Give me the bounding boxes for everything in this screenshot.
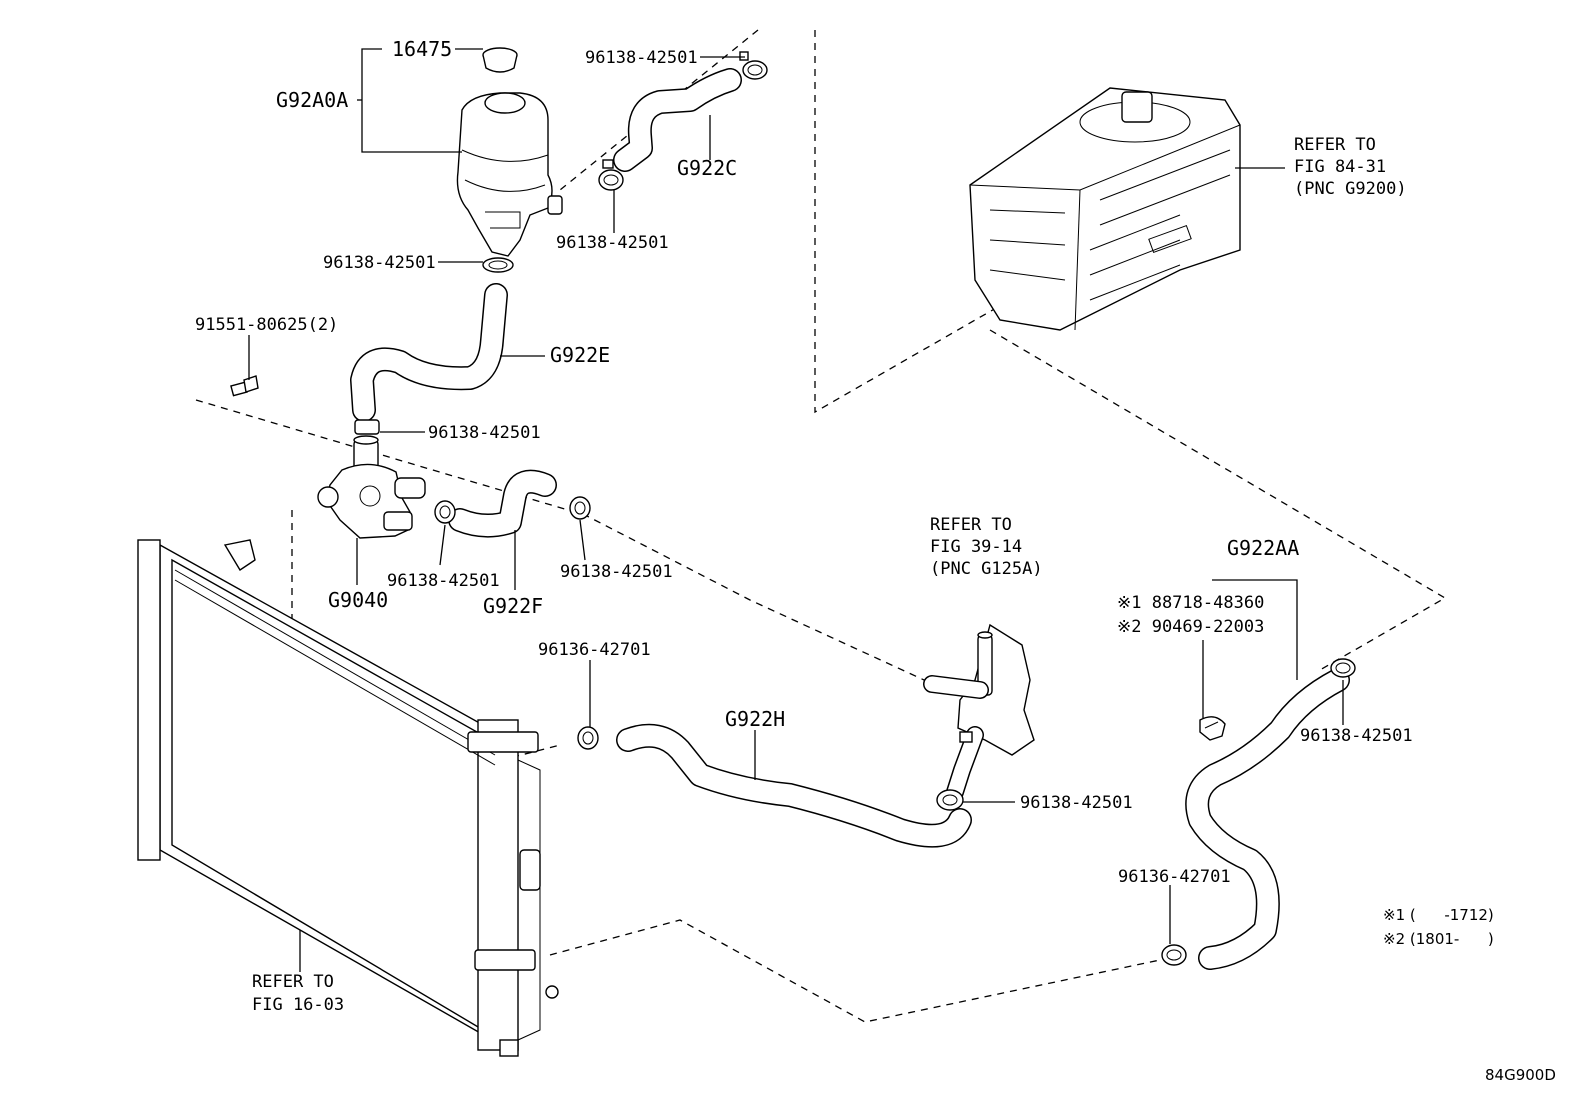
radiator[interactable] [137,539,559,1057]
clamp-reservoir-bottom[interactable] [482,257,514,273]
clamp-pump-side[interactable] [434,500,456,524]
figure-id: 84G900D [1485,1066,1556,1084]
ref-cooler-line3[interactable]: (PNC G125A) [930,559,1043,579]
ref-radiator-line2[interactable]: FIG 16-03 [252,995,344,1015]
clamp-reservoir-top[interactable] [739,51,768,80]
label-bolt[interactable]: 91551-80625(2) [195,315,338,335]
clamps [354,51,1356,966]
clamp-pump-top[interactable] [354,419,380,435]
hose-g922aa[interactable] [1185,668,1350,970]
label-clamp-big-1[interactable]: 96136-42701 [538,640,651,660]
label-hose-h[interactable]: G922H [725,707,785,731]
label-clamp-a[interactable]: 96138-42501 [585,48,698,68]
ref-inverter-line3[interactable]: (PNC G9200) [1294,179,1407,199]
hose-clip[interactable] [1199,716,1226,741]
bolt[interactable] [230,375,259,397]
heat-exchanger[interactable] [923,623,1035,801]
clamp-big-aa[interactable] [1161,944,1187,966]
leader-lines [248,48,1344,972]
label-clamp-e[interactable]: 96138-42501 [387,571,500,591]
clamp-hose-f[interactable] [569,496,591,520]
ref-inverter-line1[interactable]: REFER TO [1294,135,1376,155]
label-hose-f[interactable]: G922F [483,594,543,618]
label-clamp-b[interactable]: 96138-42501 [556,233,669,253]
label-clamp-h[interactable]: 96138-42501 [1300,726,1413,746]
reservoir-cap[interactable] [482,47,518,73]
ref-radiator-line1[interactable]: REFER TO [252,972,334,992]
notes: ※1 ( -1712) ※2 (1801- ) [1383,906,1494,948]
label-clamp-g[interactable]: 96138-42501 [1020,793,1133,813]
ref-cooler-line2[interactable]: FIG 39-14 [930,537,1022,557]
inverter-assembly[interactable] [969,87,1241,331]
hose-g922h[interactable] [616,723,972,848]
ref-inverter-line2[interactable]: FIG 84-31 [1294,157,1386,177]
label-clamp-big-2[interactable]: 96136-42701 [1118,867,1231,887]
hose-g922c[interactable] [613,68,742,172]
ref-cooler-line1[interactable]: REFER TO [930,515,1012,535]
clamp-cooler[interactable] [936,789,964,811]
label-cap[interactable]: 16475 [392,37,452,61]
label-clamp-f[interactable]: 96138-42501 [560,562,673,582]
reservoir-tank[interactable] [456,92,563,257]
label-hose-c[interactable]: G922C [677,156,737,180]
label-pump[interactable]: G9040 [328,588,388,612]
note-1: ※1 ( -1712) [1383,906,1494,924]
water-pump[interactable] [317,435,426,539]
label-hose-e[interactable]: G922E [550,343,610,367]
callout-labels: 16475 G92A0A 96138-42501 G922C 96138-425… [195,37,1413,887]
clamp-reservoir-side[interactable] [598,159,624,191]
label-clip-1[interactable]: ※1 88718-48360 [1117,593,1264,613]
label-clamp-c[interactable]: 96138-42501 [323,253,436,273]
label-clip-2[interactable]: ※2 90469-22003 [1117,617,1264,637]
label-hose-aa[interactable]: G922AA [1227,536,1299,560]
clamp-aa-top[interactable] [1330,658,1356,678]
clamp-big-radiator[interactable] [577,726,599,750]
label-reservoir[interactable]: G92A0A [276,88,348,112]
label-clamp-d[interactable]: 96138-42501 [428,423,541,443]
reference-labels: REFER TO FIG 84-31 (PNC G9200) REFER TO … [252,135,1407,1015]
hose-g922f[interactable] [448,469,557,538]
note-2: ※2 (1801- ) [1383,930,1494,948]
hose-g922e[interactable] [350,283,508,422]
